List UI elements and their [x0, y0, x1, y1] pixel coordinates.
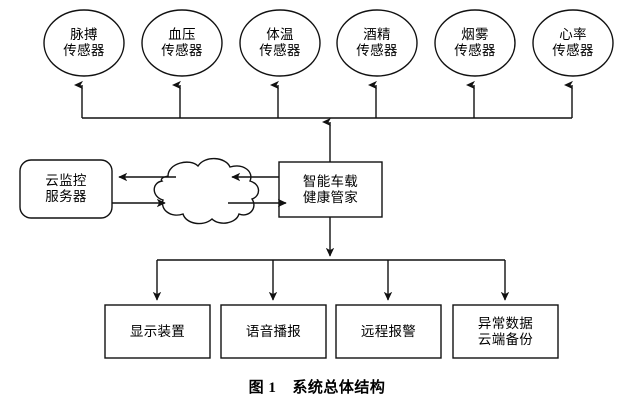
controller-box	[278, 161, 383, 218]
sensor-ellipse-4	[336, 9, 418, 77]
figure-caption: 图 1 系统总体结构	[0, 376, 634, 397]
sensor-ellipse-2	[141, 9, 223, 77]
figure-title: 系统总体结构	[292, 380, 386, 396]
sensor-ellipse-1	[43, 9, 125, 77]
figure-number: 图 1	[248, 380, 277, 396]
sensor-ellipse-5	[434, 9, 516, 77]
output-box-3	[335, 304, 442, 359]
cloud-server-box	[19, 159, 113, 219]
sensor-ellipse-3	[239, 9, 321, 77]
output-box-1	[104, 304, 211, 359]
output-box-2	[220, 304, 327, 359]
output-box-4	[452, 304, 559, 359]
sensor-ellipse-6	[532, 9, 614, 77]
network-cloud-shape	[153, 157, 260, 225]
